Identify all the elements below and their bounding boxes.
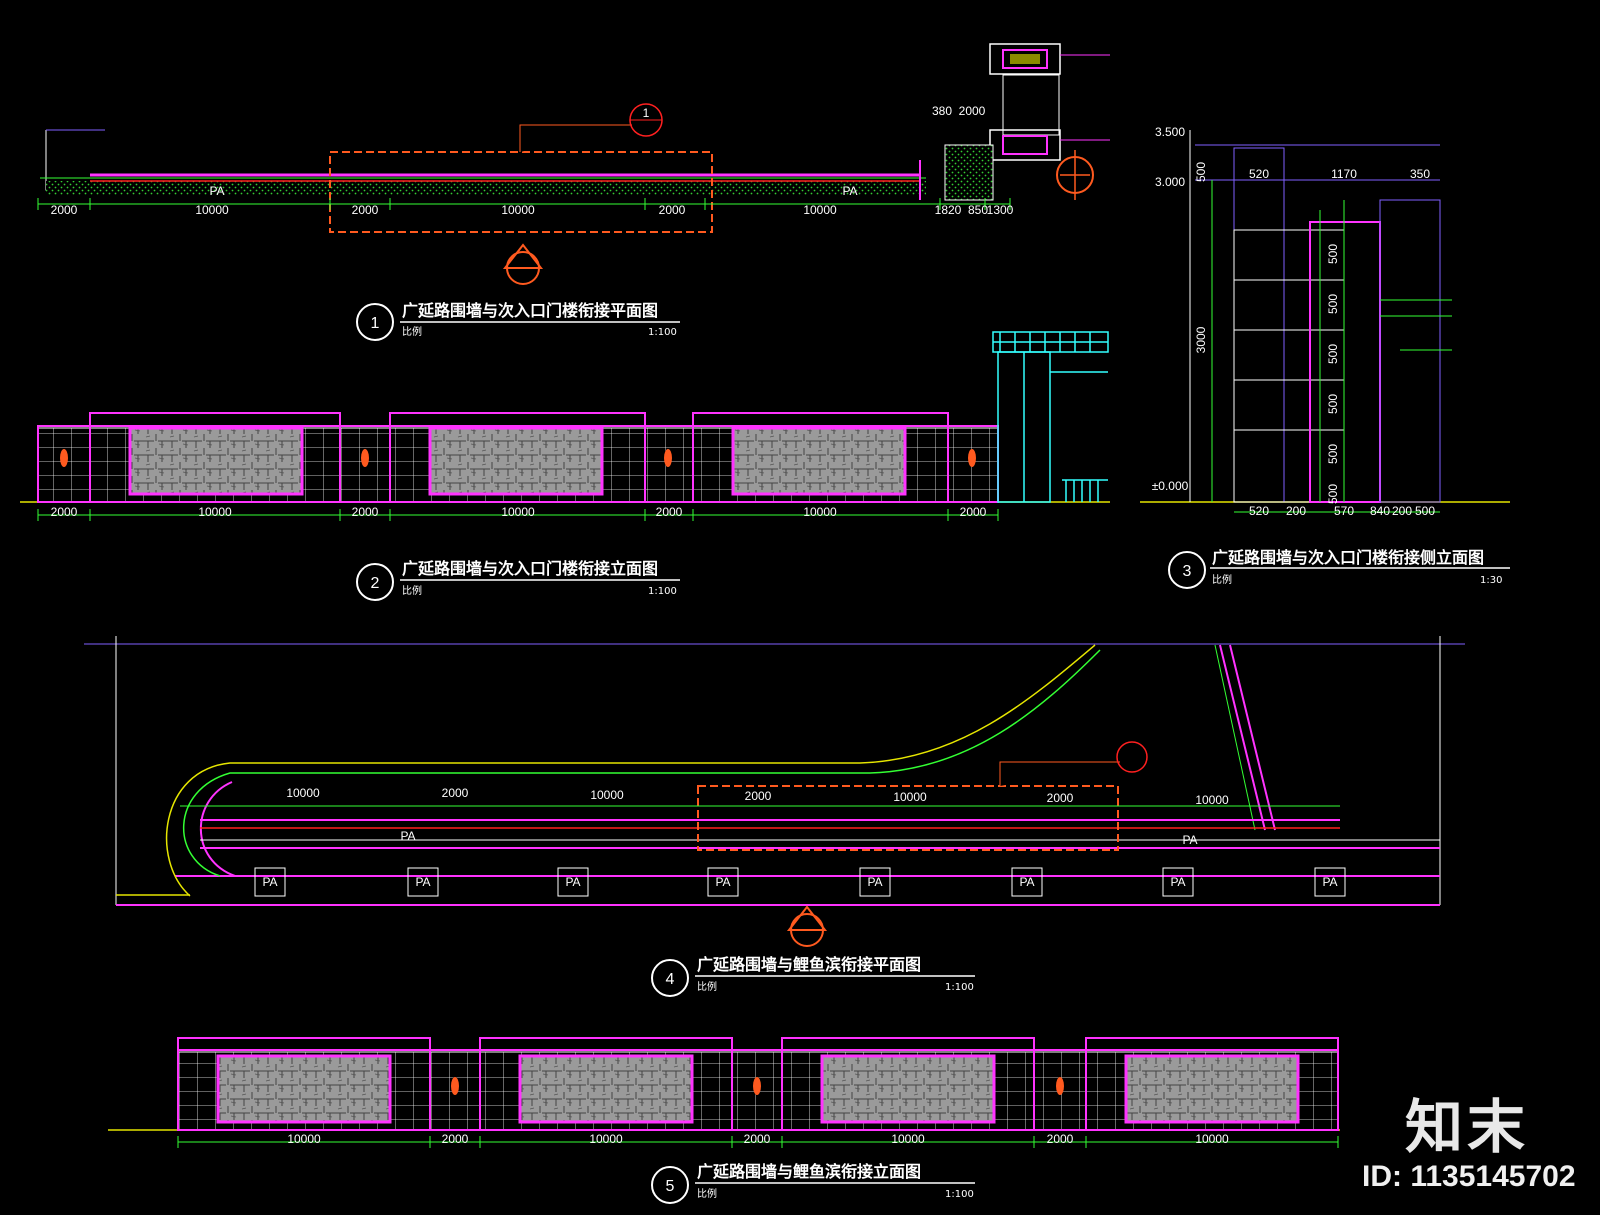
dimension-label: 500	[1415, 504, 1435, 518]
dimension-label: 1820	[935, 203, 962, 217]
dimension-label: 520	[1249, 167, 1269, 181]
scale-value: 1:100	[945, 1189, 974, 1200]
pa-label: PA	[1019, 875, 1034, 889]
dimension-label: 2000	[745, 789, 772, 803]
gate-elevation	[992, 331, 1109, 503]
scale-label: 比例	[1212, 573, 1232, 586]
drawing-number: 5	[666, 1178, 675, 1195]
pa-label: PA	[415, 875, 430, 889]
level-label: 3.000	[1155, 175, 1185, 189]
dimension-label: 200	[1392, 504, 1412, 518]
dimension-label: 500	[1326, 484, 1340, 504]
watermark-id: ID: 1135145702	[1362, 1160, 1576, 1193]
dimension-label: 2000	[744, 1132, 771, 1146]
dimension-label: 520	[1249, 504, 1269, 518]
pa-label: PA	[400, 829, 415, 843]
dimension-label: 10000	[286, 786, 320, 800]
dimension-label: 2000	[959, 104, 986, 118]
dimension-label: 350	[1410, 167, 1430, 181]
dimension-label: 2000	[1047, 791, 1074, 805]
drawing-3-side-elevation: 3.500 3.000 ±0.000 520 1170 350 520 200 …	[1140, 125, 1510, 589]
dimension-label: 10000	[891, 1132, 925, 1146]
dimension-label: 10000	[1195, 793, 1229, 807]
pa-label: PA	[1170, 875, 1185, 889]
drawing-1-plan: 1 PA PA 2000 10000 2000 10000 2000 10000…	[37, 43, 1110, 341]
dimension-label: 2000	[352, 203, 379, 217]
scale-value: 1:100	[648, 327, 677, 338]
dimension-label: 2000	[1047, 1132, 1074, 1146]
level-label: 3.500	[1155, 125, 1185, 139]
pa-label: PA	[867, 875, 882, 889]
dimension-label: 10000	[198, 505, 232, 519]
level-label: ±0.000	[1152, 479, 1189, 493]
pa-label: PA	[842, 184, 857, 198]
dimension-label: 10000	[803, 203, 837, 217]
dimension-label: 10000	[893, 790, 927, 804]
section-marker-icon	[1056, 150, 1094, 200]
drawing-title: 广延路围墙与次入口门楼衔接平面图	[402, 301, 658, 320]
dimension-label: 500	[1194, 162, 1208, 182]
pa-label: PA	[1182, 833, 1197, 847]
watermark-logo: 知末	[1405, 1093, 1530, 1161]
dimension-label: 200	[1286, 504, 1306, 518]
drawing-number: 2	[371, 575, 380, 592]
dimension-label: 850	[968, 203, 988, 217]
gate-pillar-plan	[919, 43, 1110, 201]
dimension-label: 2000	[656, 505, 683, 519]
section-marker-icon	[786, 905, 828, 947]
drawing-number: 1	[371, 315, 380, 332]
dimension-label: 10000	[501, 505, 535, 519]
dimension-label: 2000	[51, 505, 78, 519]
dimension-label: 2000	[960, 505, 987, 519]
scale-label: 比例	[697, 980, 717, 993]
drawing-2-elevation: 2000 10000 2000 10000 2000 10000 2000 2 …	[20, 331, 1110, 601]
callout-number: 1	[643, 106, 650, 120]
section-marker-icon	[502, 243, 544, 285]
drawing-title: 广延路围墙与鲤鱼滨衔接平面图	[697, 955, 921, 974]
dimension-label: 2000	[442, 786, 469, 800]
dimension-label: 3000	[1194, 326, 1208, 353]
scale-value: 1:100	[648, 586, 677, 597]
scale-label: 比例	[697, 1187, 717, 1200]
dimension-label: 10000	[590, 788, 624, 802]
dimension-label: 500	[1326, 244, 1340, 264]
dimension-label: 2000	[442, 1132, 469, 1146]
pa-label: PA	[715, 875, 730, 889]
drawing-title: 广延路围墙与次入口门楼衔接立面图	[402, 559, 658, 578]
dimension-label: 570	[1334, 504, 1354, 518]
scale-value: 1:30	[1480, 575, 1502, 586]
dimension-label: 500	[1326, 294, 1340, 314]
scale-value: 1:100	[945, 982, 974, 993]
pa-label: PA	[262, 875, 277, 889]
drawing-title: 广延路围墙与次入口门楼衔接侧立面图	[1212, 548, 1484, 567]
scale-label: 比例	[402, 325, 422, 338]
dimension-label: 380	[932, 104, 952, 118]
pa-label: PA	[565, 875, 580, 889]
dimension-label: 1300	[987, 203, 1014, 217]
dimension-label: 10000	[1195, 1132, 1229, 1146]
dimension-label: 500	[1326, 344, 1340, 364]
dimension-label: 2000	[352, 505, 379, 519]
dimension-label: 10000	[803, 505, 837, 519]
pa-label: PA	[1322, 875, 1337, 889]
drawing-title: 广延路围墙与鲤鱼滨衔接立面图	[697, 1162, 921, 1181]
drawing-4-plan: PA PA PA PA PA PA PA PA PA PA 10000 2000…	[84, 636, 1465, 997]
dimension-label: 1170	[1331, 167, 1357, 181]
dimension-label: 840	[1370, 504, 1390, 518]
drawing-5-elevation: 10000 2000 10000 2000 10000 2000 10000 5…	[108, 1037, 1340, 1204]
dimension-label: 2000	[659, 203, 686, 217]
dimension-label: 10000	[195, 203, 229, 217]
dimension-label: 500	[1326, 444, 1340, 464]
dimension-label: 500	[1326, 394, 1340, 414]
drawing-number: 4	[666, 971, 675, 988]
pa-label: PA	[209, 184, 224, 198]
dimension-label: 2000	[51, 203, 78, 217]
dimension-label: 10000	[501, 203, 535, 217]
dimension-label: 10000	[589, 1132, 623, 1146]
scale-label: 比例	[402, 584, 422, 597]
drawing-number: 3	[1183, 563, 1192, 580]
dimension-label: 10000	[287, 1132, 321, 1146]
